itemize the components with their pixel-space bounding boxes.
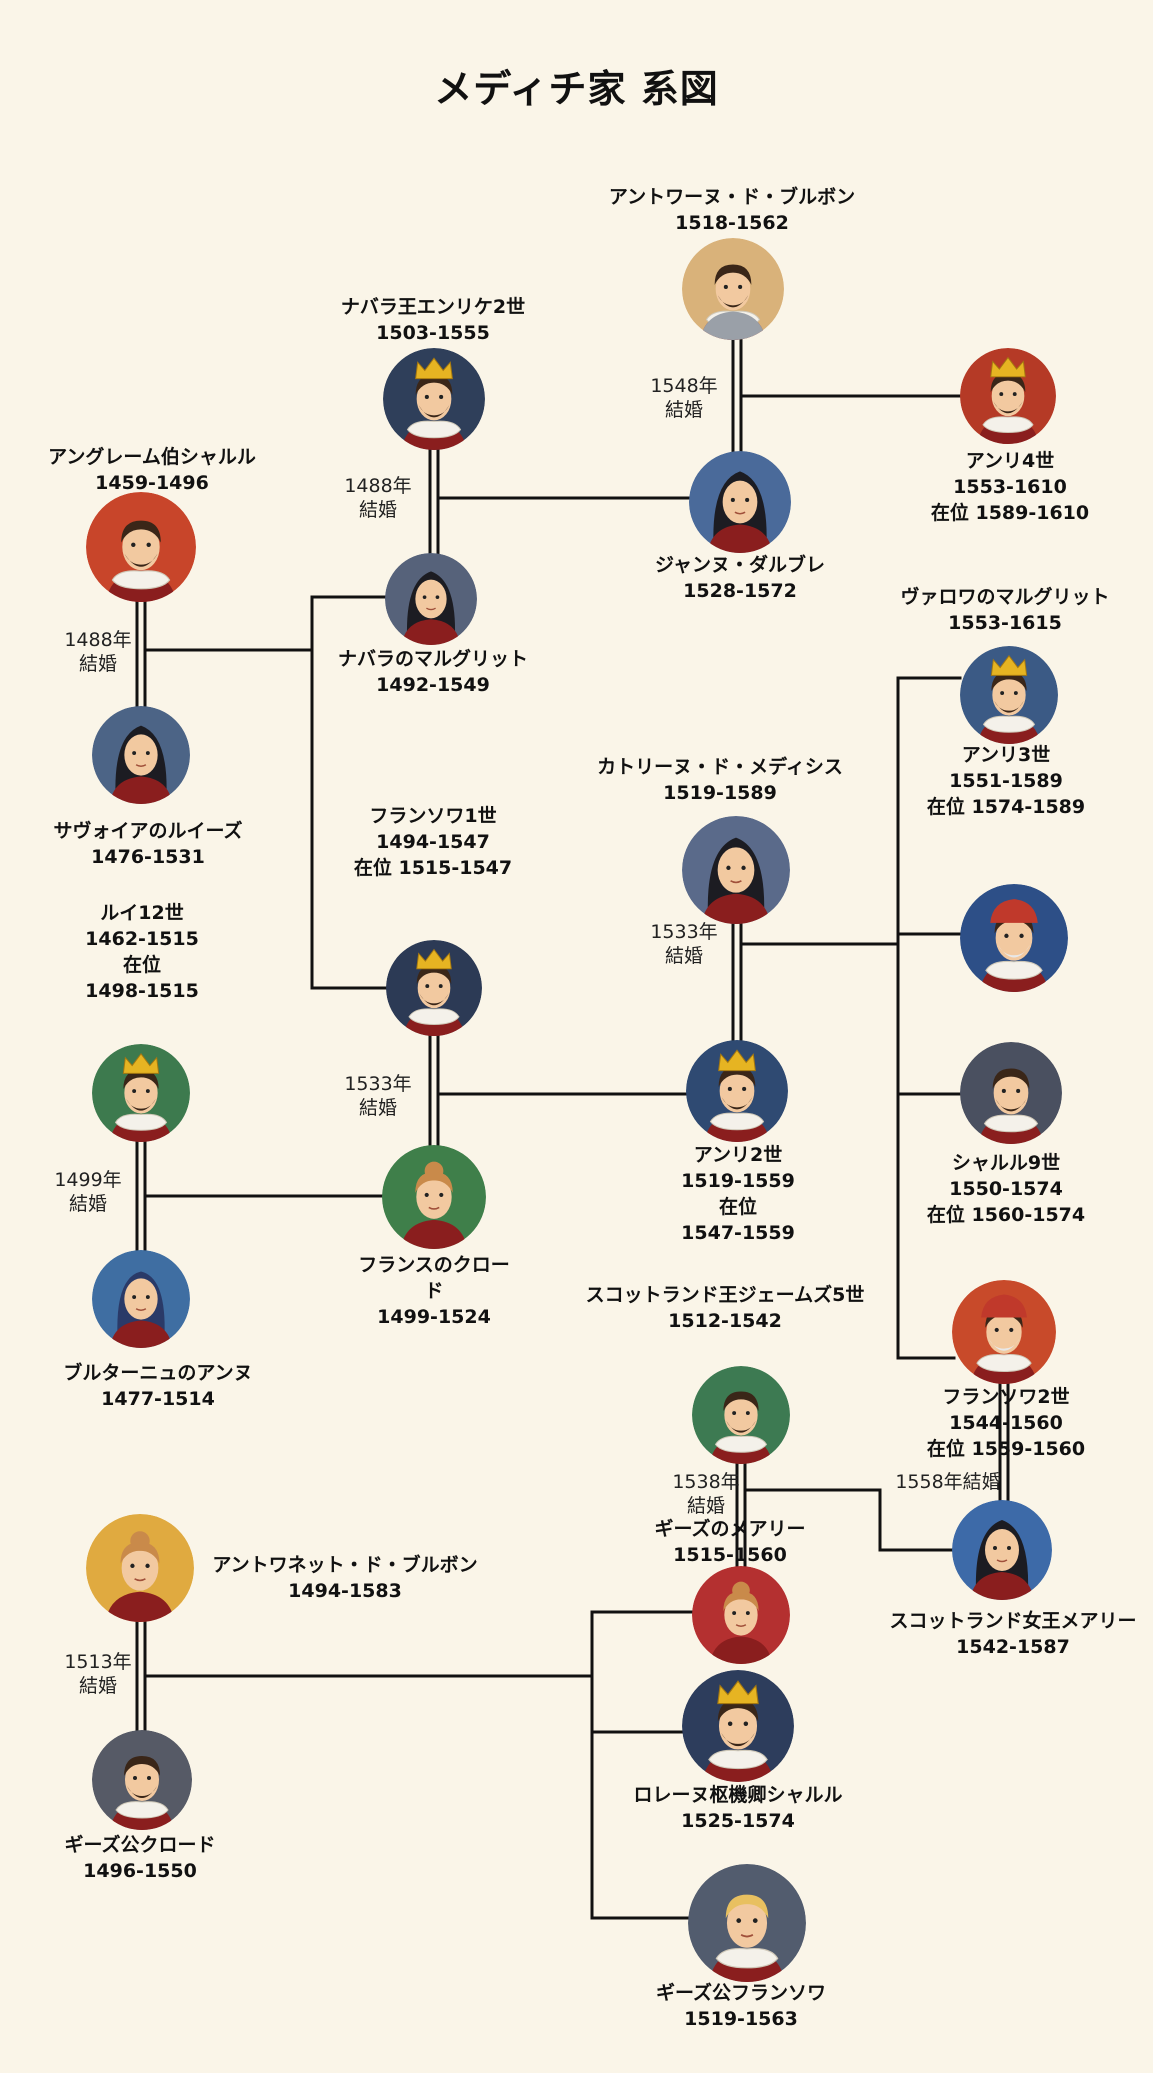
marriage-label-1533-catherine: 1533年結婚 bbox=[650, 921, 718, 967]
portrait-henri2 bbox=[686, 1040, 788, 1142]
portrait-charles-lorraine bbox=[682, 1670, 794, 1782]
marriage-label-1488-angouleme: 1488年結婚 bbox=[64, 629, 132, 675]
marriage-label-1548: 1548年結婚 bbox=[650, 375, 718, 421]
portrait-antoinette bbox=[86, 1514, 194, 1622]
page-title: メディチ家 系図 bbox=[434, 67, 719, 111]
portrait-francois2 bbox=[952, 1280, 1056, 1384]
portrait-marguerite-navarre bbox=[385, 553, 477, 645]
portrait-francois1 bbox=[386, 940, 482, 1036]
marriage-label-1558: 1558年結婚 bbox=[895, 1471, 1001, 1493]
portrait-james5 bbox=[692, 1366, 790, 1464]
marriage-label-1499: 1499年結婚 bbox=[54, 1169, 122, 1215]
portrait-jeanne bbox=[689, 451, 791, 553]
portrait-catherine bbox=[682, 816, 790, 924]
portrait-louis12 bbox=[92, 1044, 190, 1142]
marriage-label-1513: 1513年結婚 bbox=[64, 1651, 132, 1697]
marriage-label-1533-francois: 1533年結婚 bbox=[344, 1073, 412, 1119]
marriage-label-1488-navarre: 1488年結婚 bbox=[344, 475, 412, 521]
portrait-antoine bbox=[682, 238, 784, 340]
portrait-anne bbox=[92, 1250, 190, 1348]
marriage-label-1538: 1538年結婚 bbox=[672, 1471, 740, 1517]
portrait-charles9 bbox=[960, 1042, 1062, 1144]
portrait-claude bbox=[382, 1145, 486, 1249]
portrait-henri4 bbox=[960, 348, 1056, 444]
portrait-henri-navarre bbox=[383, 348, 485, 450]
portrait-louise bbox=[92, 706, 190, 804]
portrait-claude-guise bbox=[92, 1730, 192, 1830]
portrait-henri3 bbox=[960, 646, 1058, 744]
portrait-cardinal bbox=[960, 884, 1068, 992]
portrait-mary-guise bbox=[692, 1566, 790, 1664]
portrait-charles-angouleme bbox=[86, 492, 196, 602]
portrait-mary-scots bbox=[952, 1500, 1052, 1600]
portrait-francois-guise bbox=[688, 1864, 806, 1982]
